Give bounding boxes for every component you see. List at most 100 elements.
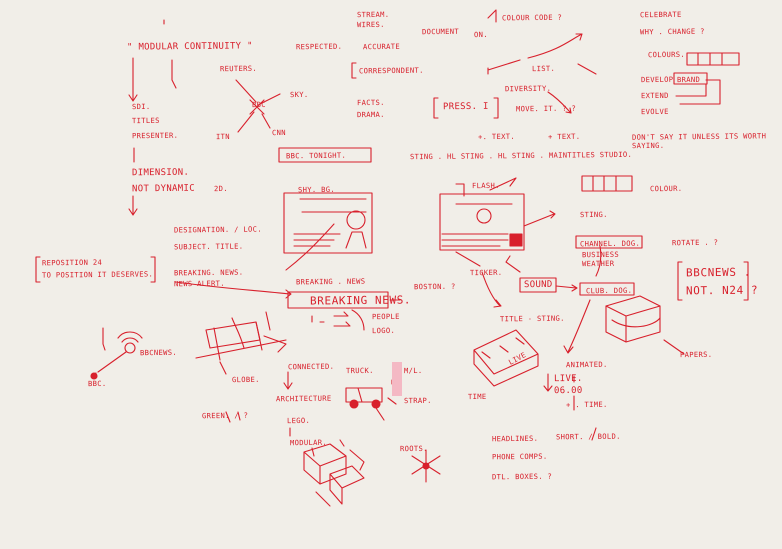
swoosh xyxy=(285,223,335,271)
logo-label: LOGO. xyxy=(371,325,396,336)
perspective-panel xyxy=(205,321,261,349)
curve-arrow-icon xyxy=(527,33,583,59)
antenna-line xyxy=(92,351,127,377)
architecture-label: ARCHITECTURE xyxy=(275,393,332,404)
reuters-label: REUTERS. xyxy=(219,63,258,74)
drama-label: DRAMA. xyxy=(356,109,385,120)
time-label: TIME xyxy=(467,391,487,402)
curve-arrow-icon xyxy=(547,91,572,114)
arrow-down-icon xyxy=(128,195,138,216)
green-label: GREEN. / ? xyxy=(201,410,249,421)
rotate-arrow-icon xyxy=(611,317,661,328)
arrow-line xyxy=(505,255,521,273)
dimension-label: DIMENSION. xyxy=(131,167,190,179)
respected-label: RESPECTED. xyxy=(295,41,343,52)
reposition-line-1: REPOSITION 24 xyxy=(41,257,103,268)
colour-bar-divider xyxy=(592,175,617,192)
star-icon xyxy=(249,99,265,115)
wires-label: WIRES. xyxy=(356,19,385,30)
dot xyxy=(90,372,98,380)
bbcnews-right-label: BBCNEWS . xyxy=(685,265,752,280)
arrow-down-icon xyxy=(543,373,553,392)
arrow-line xyxy=(171,59,177,89)
sting-label: STING. xyxy=(579,209,608,220)
animated-label: ANIMATED. xyxy=(565,359,608,370)
dtl-boxes-label: DTL. BOXES. ? xyxy=(491,471,553,482)
arrow-line xyxy=(487,59,521,75)
not-n24-label: NOT. N24 ? xyxy=(685,283,759,298)
breaking-news-label: BREAKING . NEWS xyxy=(295,276,366,287)
not-dynamic-label: NOT DYNAMIC xyxy=(131,183,195,195)
globe-label: GLOBE. xyxy=(231,374,260,385)
truck-label: TRUCK. xyxy=(345,365,374,376)
flash-label: FLASH. xyxy=(471,180,500,191)
bbcnews-label: BBCNEWS. xyxy=(139,347,178,358)
brand-box xyxy=(673,72,708,85)
designation-label: DESIGNATION. / LOC. xyxy=(173,224,262,235)
lego-block-icon xyxy=(303,443,347,485)
arrow-line xyxy=(523,210,556,227)
short-bold-label: SHORT. / BOLD. xyxy=(555,431,621,442)
presenter-body xyxy=(345,231,367,249)
bbc-dot xyxy=(124,342,136,354)
accurate-label: ACCURATE xyxy=(362,41,401,52)
highlight-smudge xyxy=(392,362,402,396)
arrow-line xyxy=(102,327,106,351)
connected-label: CONNECTED. xyxy=(287,361,335,372)
club-dog-box xyxy=(579,282,635,296)
rotate-label: ROTATE . ? xyxy=(671,237,719,248)
line xyxy=(219,361,227,375)
line xyxy=(455,251,481,267)
m-l-label: M/L. xyxy=(403,365,423,376)
facts-label: FACTS. xyxy=(356,97,385,108)
screen-line xyxy=(299,198,367,213)
sound-label: SOUND xyxy=(523,279,553,291)
line xyxy=(663,339,685,355)
ticker-label: TICKER. xyxy=(469,267,503,278)
presenter-head-icon xyxy=(346,210,366,230)
arrow-down-icon xyxy=(283,371,293,390)
colour-code-label: COLOUR CODE ? xyxy=(501,12,563,23)
reposition-line-2: TO POSITION IT DESERVES. xyxy=(41,269,154,280)
truck-icon xyxy=(345,387,383,403)
lego-label: LEGO. xyxy=(286,415,311,426)
cube-tick xyxy=(481,337,525,359)
lego-block-icon xyxy=(329,465,365,505)
text-label: +. TEXT. xyxy=(477,131,516,142)
truck-wheel xyxy=(371,399,381,409)
shy-bg-label: SHY. BG. xyxy=(297,184,336,195)
curve-arrow-icon xyxy=(481,271,502,308)
dot xyxy=(422,462,430,470)
colour-bar xyxy=(581,175,633,192)
brand-label: BRAND xyxy=(676,74,701,85)
presenter-head-icon xyxy=(476,208,492,224)
roots-label: ROOTS. xyxy=(399,443,428,454)
line xyxy=(311,439,365,471)
truck-wheel xyxy=(349,399,359,409)
title-sting-label: TITLE - STING. xyxy=(499,313,565,324)
breaking-news-small-label: BREAKING. NEWS. xyxy=(173,267,244,278)
stream-label: STREAM. xyxy=(356,9,390,20)
sound-box xyxy=(519,277,557,293)
signal-icon xyxy=(117,331,143,343)
correspondent-label: CORRESPONDENT. xyxy=(358,65,424,76)
club-dog-label: CLUB. DOG. xyxy=(585,285,633,296)
plus-time-label: + . TIME. xyxy=(565,399,608,410)
arrow-line xyxy=(263,335,287,353)
line xyxy=(577,63,597,75)
bbc-center-label: BBC xyxy=(251,99,266,110)
arrow-line xyxy=(333,311,351,327)
modular-continuity-label: " MODULAR CONTINUITY " xyxy=(126,41,253,53)
papers-label: PAPERS. xyxy=(679,349,713,360)
connector-line xyxy=(675,79,721,105)
colour-bar-divider xyxy=(697,52,723,66)
curve-line xyxy=(351,309,365,331)
breaking-news-title: BREAKING NEWS. xyxy=(309,293,412,308)
headlines-label: HEADLINES. xyxy=(491,433,539,444)
text-label-2: + TEXT. xyxy=(547,131,581,142)
caption-lines xyxy=(441,233,509,247)
slash xyxy=(591,427,597,441)
curve-line xyxy=(231,317,245,349)
line xyxy=(315,491,331,507)
